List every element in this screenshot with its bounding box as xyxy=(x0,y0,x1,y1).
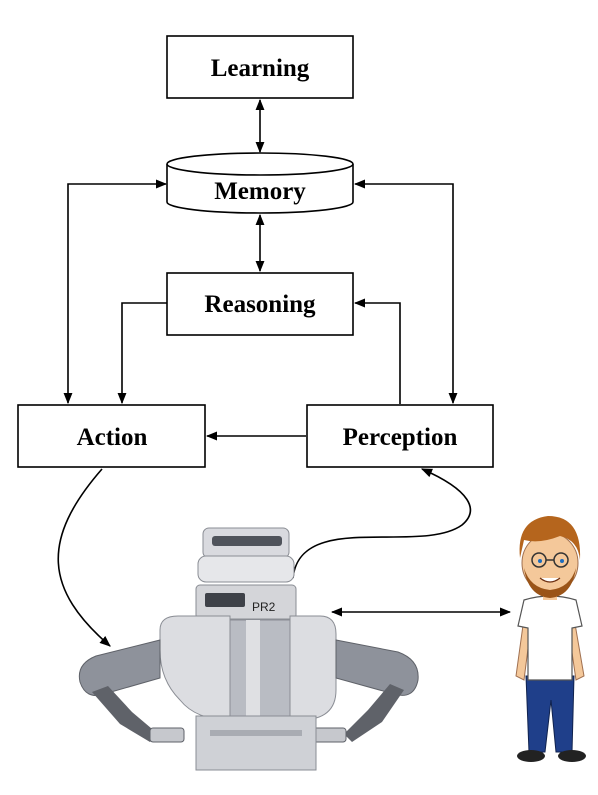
memory-label: Memory xyxy=(214,178,306,205)
memory-action-edge xyxy=(63,179,168,405)
memory-perception-edge xyxy=(353,179,458,405)
perception-reasoning-edge xyxy=(353,298,401,404)
perception-node: Perception xyxy=(306,404,494,468)
pr2-robot: PR2 xyxy=(78,527,419,771)
learning-label: Learning xyxy=(211,55,310,82)
reasoning-label: Reasoning xyxy=(204,291,316,318)
memory-node: Memory xyxy=(166,152,354,214)
action-label: Action xyxy=(77,424,148,451)
robot-perception-edge xyxy=(292,468,472,579)
action-node: Action xyxy=(17,404,206,468)
reasoning-action-edge xyxy=(117,302,167,405)
robot-badge: PR2 xyxy=(252,600,276,614)
action-robot-edge xyxy=(57,468,111,647)
learning-node: Learning xyxy=(166,35,354,99)
cartoon-human xyxy=(515,516,586,762)
reasoning-node: Reasoning xyxy=(166,272,354,336)
perception-label: Perception xyxy=(343,424,458,451)
